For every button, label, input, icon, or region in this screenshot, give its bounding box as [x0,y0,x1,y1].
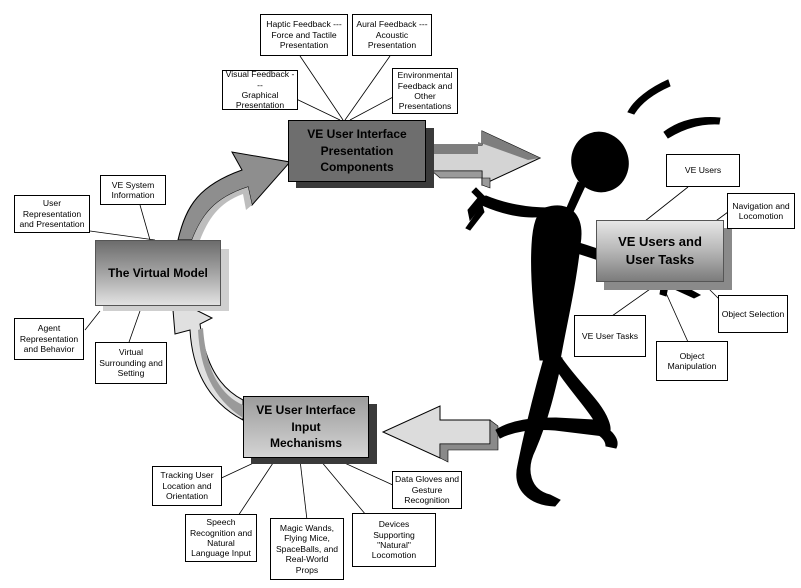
input-label: VE User Interface Input Mechanisms [256,402,356,451]
note-data-gloves: Data Gloves and Gesture Recognition [392,471,462,509]
motion-line-2 [663,117,721,139]
note-ve-user-tasks: VE User Tasks [574,315,646,357]
figure-left-arm [467,195,549,222]
figure-head [571,131,629,193]
note-user-representation: User Representation and Presentation [14,195,90,233]
users-label: VE Users and User Tasks [618,233,702,267]
note-magic-wands: Magic Wands, Flying Mice, SpaceBalls, an… [270,518,344,580]
input-connectors [214,459,396,521]
note-tracking-user: Tracking User Location and Orientation [152,466,222,506]
arrow-model-to-presentation [177,151,291,241]
note-object-manipulation: Object Manipulation [656,341,728,381]
note-virtual-surrounding: Virtual Surrounding and Setting [95,342,167,384]
note-haptic-feedback: Haptic Feedback --- Force and Tactile Pr… [260,14,348,56]
presentation-connectors [289,55,396,121]
note-agent-representation: Agent Representation and Behavior [14,318,84,360]
input-block [243,396,369,458]
note-object-selection: Object Selection [718,295,788,333]
note-aural-feedback: Aural Feedback --- Acoustic Presentation [352,14,432,56]
presentation-label: VE User Interface Presentation Component… [307,126,407,175]
arrow-input-to-model [171,297,244,421]
note-navigation-locomotion: Navigation and Locomotion [727,193,795,229]
note-speech-recognition: Speech Recognition and Natural Language … [185,514,257,562]
motion-line-1 [627,79,671,115]
note-devices-natural-locomotion: Devices Supporting "Natural" Locomotion [352,513,436,567]
arrow-presentation-to-users [431,130,542,189]
note-environmental-feedback: Environmental Feedback and Other Present… [392,68,458,114]
users-block [596,220,724,282]
note-ve-users: VE Users [666,154,740,187]
model-connectors [84,204,156,346]
arrow-users-to-input [381,405,499,463]
note-ve-system-information: VE System Information [100,175,166,205]
virtual-model-block [95,240,221,306]
presentation-block [288,120,426,182]
note-visual-feedback: Visual Feedback --- Graphical Presentati… [222,69,298,110]
virtual-model-label: The Virtual Model [108,265,208,280]
